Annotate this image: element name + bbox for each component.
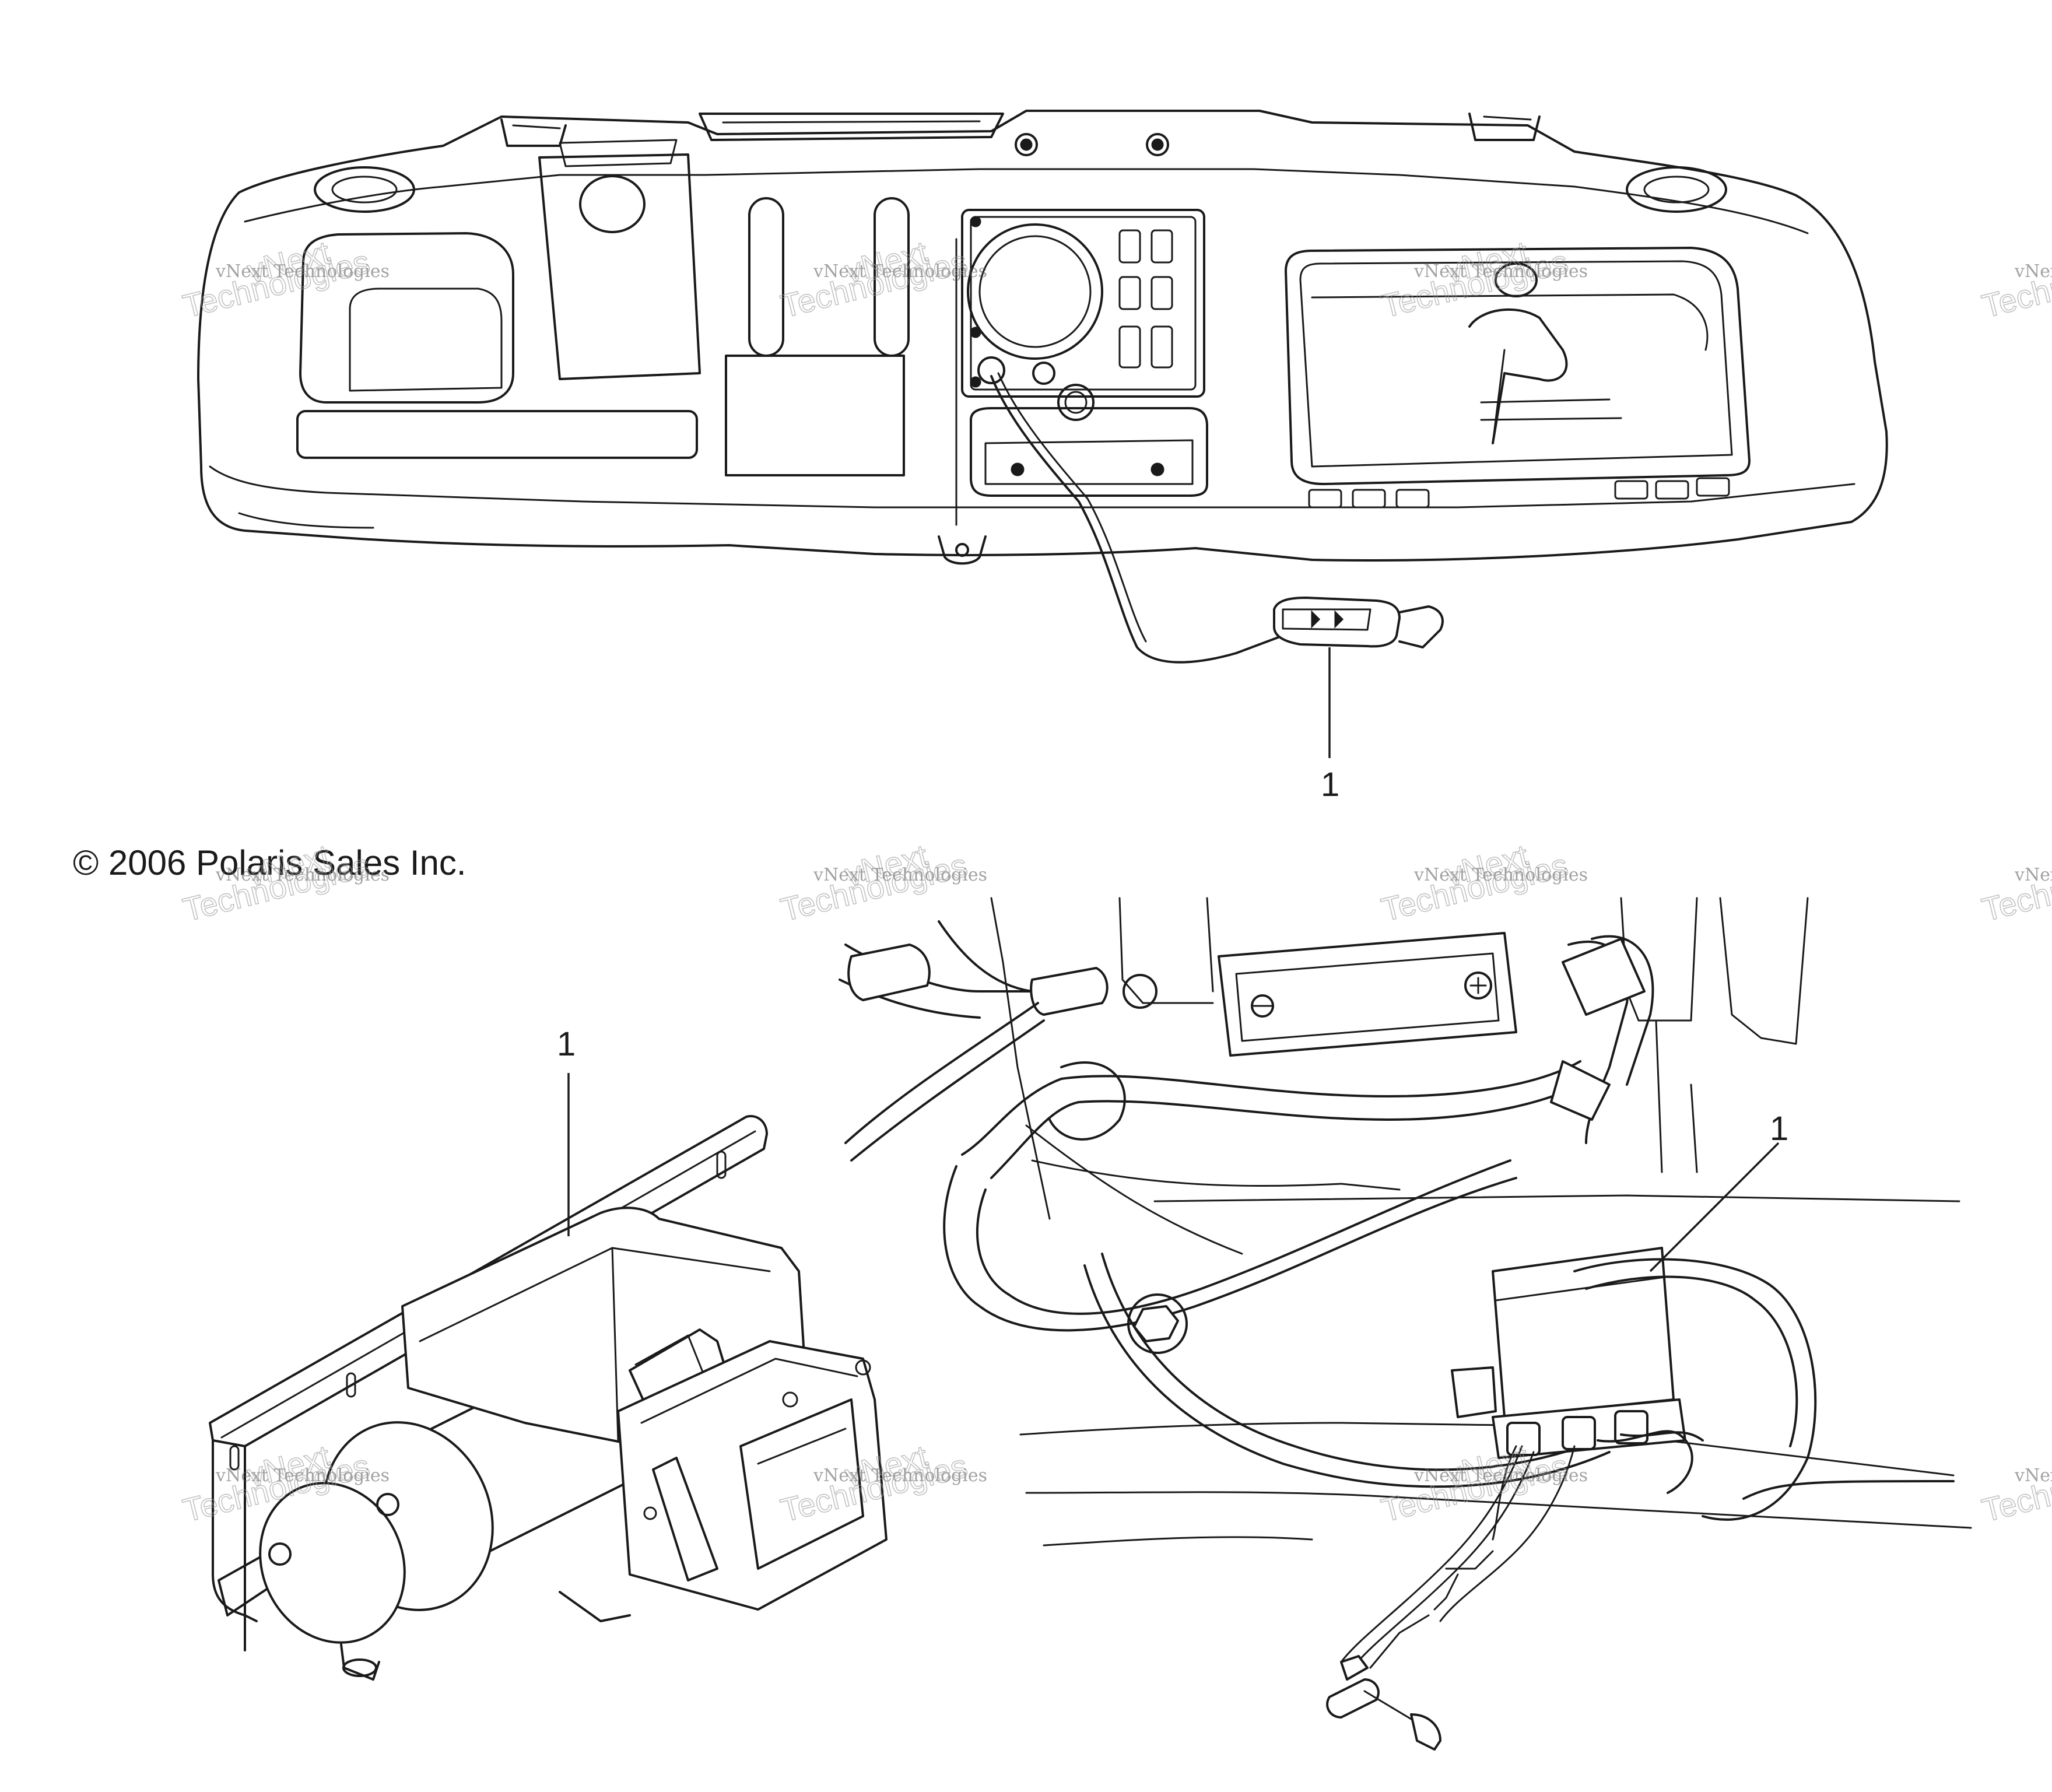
callout-leader-wiring xyxy=(1649,1142,1780,1272)
svg-text:vNext Technologies: vNext Technologies xyxy=(1413,1465,1588,1486)
watermark: vNext Technologies Technologies vNext xyxy=(1377,1437,1588,1529)
winch-illustration xyxy=(209,1115,888,1681)
svg-text:vNext Technologies: vNext Technologies xyxy=(2014,261,2052,282)
callout-label-top: 1 xyxy=(1321,766,1339,804)
svg-text:vNext Technologies: vNext Technologies xyxy=(215,1465,390,1486)
watermark: vNext Technologies Technologies xyxy=(1978,846,2052,929)
watermark: vNext Technologies Technologies vNext xyxy=(1377,837,1588,928)
callout-label-wiring: 1 xyxy=(1770,1110,1788,1148)
svg-text:Technologies: Technologies xyxy=(1979,243,2052,324)
copyright-text: © 2006 Polaris Sales Inc. xyxy=(73,843,466,882)
svg-text:Technologies: Technologies xyxy=(1979,1447,2052,1528)
dashboard-illustration xyxy=(197,110,1888,664)
callout-label-winch: 1 xyxy=(557,1025,576,1063)
svg-text:vNext Technologies: vNext Technologies xyxy=(215,261,390,282)
svg-text:vNext Technologies: vNext Technologies xyxy=(2014,865,2052,885)
svg-text:vNext Technologies: vNext Technologies xyxy=(1413,261,1588,282)
svg-text:vNext Technologies: vNext Technologies xyxy=(1413,865,1588,885)
svg-text:vNext Technologies: vNext Technologies xyxy=(813,1465,987,1486)
wiring-illustration xyxy=(839,897,1972,1751)
svg-text:Technologies: Technologies xyxy=(1979,846,2052,928)
watermark: vNext Technologies Technologies vNext xyxy=(1377,233,1588,325)
svg-text:vNext Technologies: vNext Technologies xyxy=(813,261,987,282)
svg-text:vNext Technologies: vNext Technologies xyxy=(813,865,987,885)
watermark: vNext Technologies Technologies vNext xyxy=(777,837,987,928)
svg-text:vNext Technologies: vNext Technologies xyxy=(2014,1465,2052,1486)
svg-text:vNext Technologies: vNext Technologies xyxy=(215,865,390,885)
watermark: vNext Technologies Technologies xyxy=(1978,1447,2052,1530)
watermark: vNext Technologies Technologies xyxy=(1978,243,2052,325)
